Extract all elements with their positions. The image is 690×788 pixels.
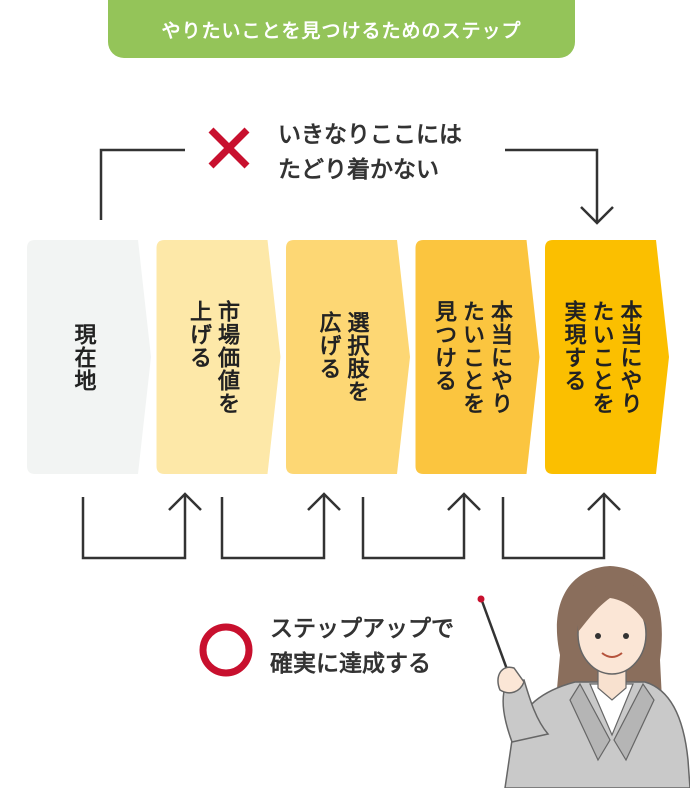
stage-chevrons <box>27 240 669 474</box>
step-up-arrowheads <box>168 492 621 511</box>
direct-jump-caption-line2: たどり着かない <box>278 157 439 183</box>
direct-jump-arrowhead <box>580 206 614 225</box>
stage-1-chevron <box>27 240 151 474</box>
stage-1-label: 現在地 <box>70 322 96 392</box>
circle-icon <box>199 623 253 677</box>
stage-2-label: 市場価値を 上げる <box>186 299 239 415</box>
direct-jump-caption: いきなりここには たどり着かない <box>278 118 498 188</box>
presenter-illustration <box>477 566 690 788</box>
stage-4-label: 本当にやり たいことを 見つける <box>431 299 512 415</box>
stage-4-chevron <box>415 240 540 474</box>
direct-jump-line <box>99 148 599 222</box>
direct-jump-caption-line1: いきなりここには <box>278 122 462 148</box>
stage-5-label: 本当にやり たいことを 実現する <box>560 299 642 415</box>
cross-icon <box>208 127 250 169</box>
step-up-caption: ステップアップで 確実に達成する <box>270 612 510 682</box>
step-up-caption-line1: ステップアップで <box>270 616 454 642</box>
stage-3-label: 選択肢を 広げる <box>315 311 369 403</box>
stage-2-chevron <box>156 240 281 474</box>
page-title: やりたいことを見つけるためのステップ <box>108 0 575 58</box>
step-up-caption-line2: 確実に達成する <box>270 651 431 677</box>
step-up-lines <box>81 494 606 560</box>
stage-5-chevron <box>545 240 669 474</box>
stage-3-chevron <box>286 240 410 474</box>
